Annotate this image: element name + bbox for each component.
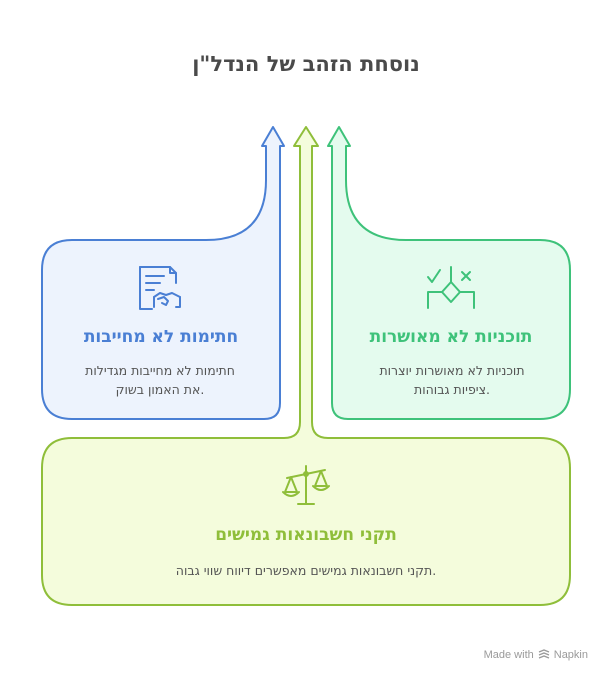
left-card-desc: חתימות לא מחייבות מגדילות .את האמון בשוק — [60, 361, 260, 399]
napkin-logo-icon — [538, 649, 549, 659]
right-card-desc-line2: .ציפיות גבוהות — [414, 382, 490, 397]
left-card-desc-line2: .את האמון בשוק — [115, 382, 205, 397]
left-card-title: חתימות לא מחייבות — [83, 327, 239, 347]
handshake-contract-icon — [139, 266, 181, 310]
bottom-card-shape — [41, 126, 571, 606]
made-with-napkin[interactable]: Made with Napkin — [484, 649, 588, 661]
left-card-desc-line1: חתימות לא מחייבות מגדילות — [85, 363, 235, 378]
right-card-desc-line1: תוכניות לא מאושרות יוצרות — [379, 363, 525, 378]
page-title: נוסחת הזהב של הנדל"ן — [192, 52, 420, 76]
left-card-shape — [41, 126, 285, 420]
right-card-title: תוכניות לא מאושרות — [369, 327, 533, 347]
bottom-card-title: תקני חשבונאות גמישים — [215, 525, 397, 545]
napkin-brand: Napkin — [553, 649, 588, 661]
made-with-label: Made with — [483, 649, 534, 661]
bottom-card-desc: .תקני חשבונאות גמישים מאפשרים דיווח שווי… — [175, 563, 437, 578]
balance-scale-icon — [282, 465, 330, 505]
right-card-shape — [327, 126, 571, 420]
decision-diamond-icon — [427, 266, 475, 309]
right-card-desc: תוכניות לא מאושרות יוצרות .ציפיות גבוהות — [352, 361, 552, 399]
